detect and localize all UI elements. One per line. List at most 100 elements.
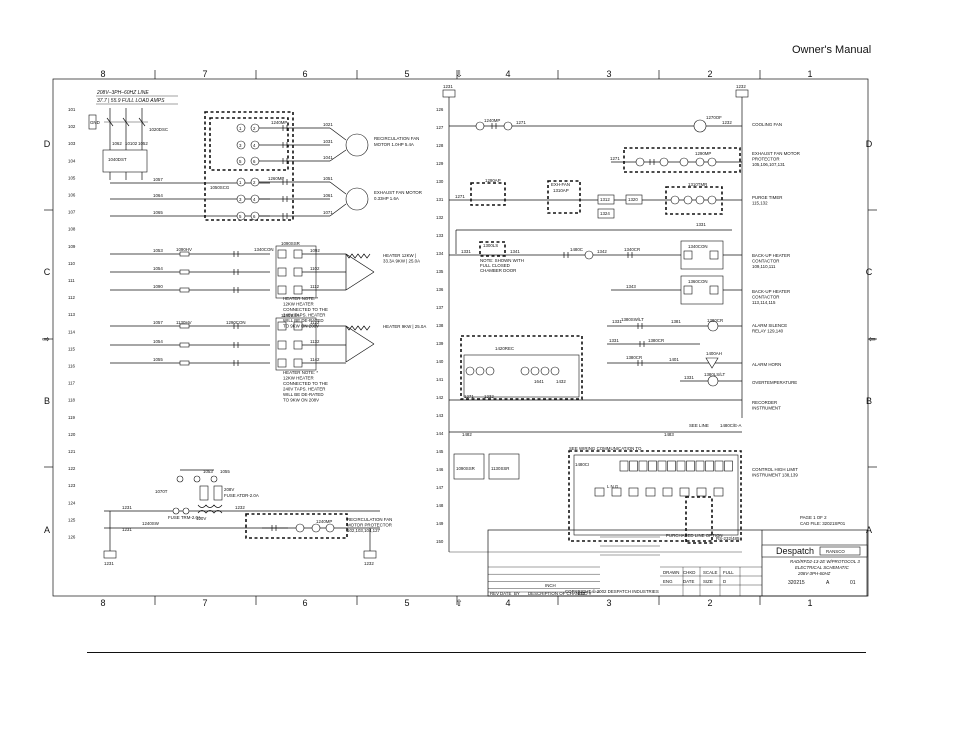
wire-number: 1057 xyxy=(153,177,163,182)
heater-note-1: 12KW HEATER xyxy=(283,302,314,307)
alarm-silence-label: RELAY 129,140 xyxy=(752,329,784,334)
heater-label-1: 33.3A 9KW | 25.0A xyxy=(383,259,420,264)
terminal xyxy=(295,523,305,533)
motor-feed xyxy=(329,203,347,217)
terminal-circle xyxy=(236,140,246,150)
wire-number: 1057 xyxy=(153,320,163,325)
zone-row-left: B xyxy=(44,396,50,406)
hlc-terminal xyxy=(645,487,656,497)
ssr-terminal xyxy=(277,321,287,331)
wire-number: 1052 xyxy=(138,141,148,146)
terminal xyxy=(584,250,594,260)
terminal xyxy=(210,475,218,483)
component-label: 1090SSR xyxy=(456,466,475,471)
drawing-title: ELECTRICAL SCHEMATIC xyxy=(795,565,850,570)
terminal-box xyxy=(709,285,719,295)
component-label: 1480C/E-A xyxy=(720,423,742,428)
terminal-number: 1 xyxy=(239,126,242,131)
wire-number: 1232 xyxy=(484,394,494,399)
component-label: 1380CR xyxy=(648,338,664,343)
transformer-coil xyxy=(197,510,223,514)
zone-row-right: B xyxy=(866,396,872,406)
zone-column-top: 2 xyxy=(707,69,712,79)
recirc-protector-frame xyxy=(245,513,348,539)
ssr-terminal xyxy=(293,285,303,295)
tb-grid-label: SCALE xyxy=(703,570,717,575)
terminal xyxy=(182,507,190,515)
zone-row-left: C xyxy=(44,267,51,277)
alarm-silence-label: ALARM SILENCE xyxy=(752,323,787,328)
rung-number-right: 136 xyxy=(436,287,444,292)
terminal xyxy=(193,475,201,483)
component-label: 1130SSR xyxy=(491,466,509,471)
ssr-terminal xyxy=(277,267,287,277)
terminal xyxy=(485,366,495,376)
heater-delta xyxy=(345,253,375,273)
motor-protector-frame xyxy=(204,111,294,221)
recorder-inner xyxy=(463,354,580,398)
purge-timer-label: PURGE TIMER xyxy=(752,195,782,200)
fuse-block-label: 1040DST xyxy=(108,157,127,162)
line-rating-2: 37.7 | 55.9 FULL LOAD AMPS xyxy=(97,98,165,104)
wire-number: 1054 xyxy=(153,339,163,344)
tb-grid-label: DRAWN xyxy=(663,570,679,575)
ctrl-voltage: 208V xyxy=(224,487,234,492)
revision-header: BY xyxy=(514,591,520,596)
hlc-terminal xyxy=(629,460,638,472)
heater-note-2: 12KW HEATER xyxy=(283,376,314,381)
terminal-circle xyxy=(236,177,246,187)
rung-number-right: 145 xyxy=(436,449,444,454)
exhaust-protector-label: PROTECTOR xyxy=(752,157,779,162)
hlc-terminal xyxy=(713,487,724,497)
rung-number-left: 103 xyxy=(68,141,76,146)
wire-number: 1051 xyxy=(323,176,333,181)
tb-grid-label: SIZE xyxy=(703,579,713,584)
zone-column-top: 4 xyxy=(505,69,510,79)
component-label: L N G xyxy=(607,484,619,489)
heater-delta xyxy=(345,271,375,291)
wire-number: 1064 xyxy=(153,193,163,198)
wire-number: 1053 xyxy=(203,469,213,474)
fuse-element xyxy=(179,360,190,366)
backup-heater-2-label: 113,114,115 xyxy=(752,300,776,305)
terminal xyxy=(679,157,689,167)
ctrl-fuse xyxy=(199,485,209,501)
purchased-label: PURCHASED LINE OPTION xyxy=(666,533,723,538)
model-text: RAD/RFD2-13-2E W/PROTOCOL 3 xyxy=(790,559,860,564)
rs-frame xyxy=(685,496,713,544)
rung-number-right: 130 xyxy=(436,179,444,184)
zone-column-top: 1 xyxy=(807,69,812,79)
component-label: 1290MP xyxy=(695,151,711,156)
page-header-title: Owner's Manual xyxy=(792,44,872,56)
footer-rule xyxy=(87,652,866,653)
overload-label: 1240MP xyxy=(271,120,287,125)
wire-number: 1482 xyxy=(462,432,472,437)
rung-number-right: 128 xyxy=(436,143,444,148)
ssr-terminal xyxy=(293,249,303,259)
center-arrow-bottom: ⇧ xyxy=(455,598,463,608)
zone-row-left: D xyxy=(44,139,51,149)
terminal-box xyxy=(683,285,693,295)
wire-number: 1142 xyxy=(310,357,320,362)
rung-number-left: 118 xyxy=(68,398,76,403)
heater-note-1: CONNECTED TO THE xyxy=(283,307,328,312)
rung-number-right: 134 xyxy=(436,251,444,256)
heater-note-2: 240V TAPS. HEATER xyxy=(283,387,325,392)
rung-number-right: 141 xyxy=(436,377,444,382)
rating-text: 208V-3PH-60HZ xyxy=(797,571,831,576)
heater-note-1: WILL BE DE-RATED xyxy=(283,318,324,323)
terminal-number: 1 xyxy=(239,180,242,185)
overload-label: 1260MP xyxy=(268,176,284,181)
fuse-element xyxy=(179,323,190,329)
terminal xyxy=(707,157,717,167)
recirc-fan-label: MOTOR 1.0HP 5.4A xyxy=(374,142,414,147)
wire-number: 1041 xyxy=(323,155,333,160)
wire-number: 1232 xyxy=(722,120,732,125)
rung-number-right: 129 xyxy=(436,161,444,166)
terminal-circle xyxy=(236,211,246,221)
zone-row-right: C xyxy=(866,267,873,277)
component-label: 1380SW/LT xyxy=(621,317,644,322)
